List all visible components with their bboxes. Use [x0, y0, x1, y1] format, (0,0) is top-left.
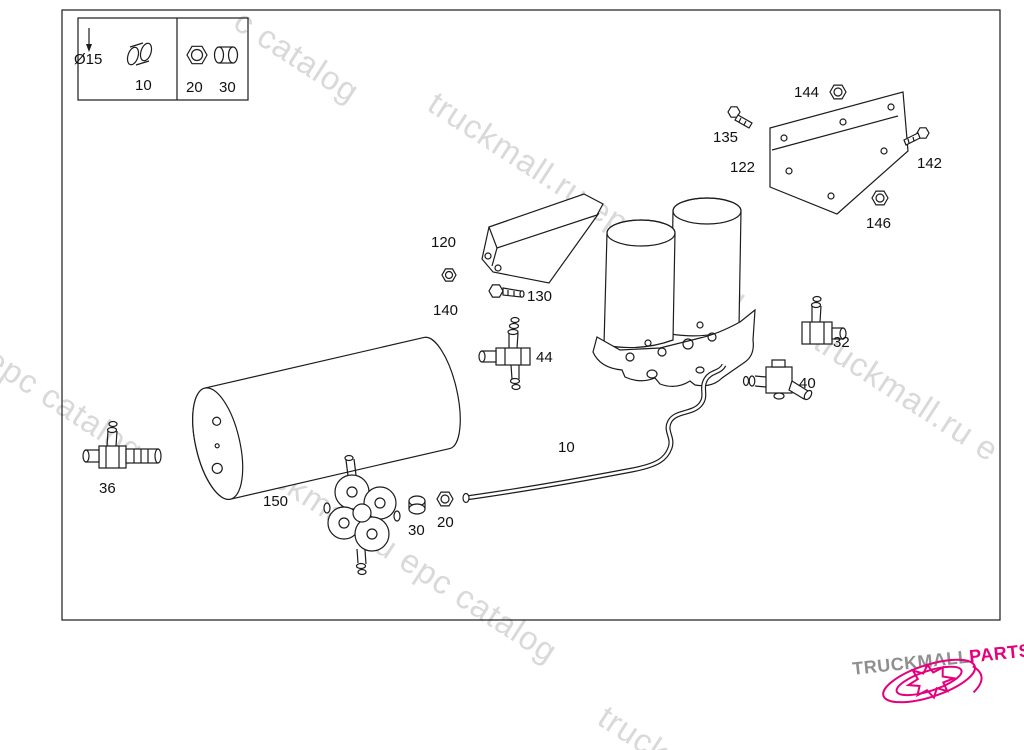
- t-fitting-40: [742, 359, 813, 401]
- legend-plug-icon: [213, 46, 239, 64]
- part-label-140: 140: [433, 302, 458, 319]
- logo-swirl: [882, 658, 983, 704]
- legend-diameter-label: Ø15: [74, 51, 102, 68]
- bolt-140: [441, 268, 457, 282]
- part-label-142: 142: [917, 155, 942, 172]
- part-label-32: 32: [833, 334, 850, 351]
- mounting-bracket-122: [769, 91, 909, 215]
- part-label-36: 36: [99, 480, 116, 497]
- t-fitting-36: [82, 420, 162, 469]
- nut-146: [871, 190, 889, 206]
- air-tank-150: [192, 336, 461, 500]
- bolt-135: [727, 106, 753, 129]
- hose-fitting-44: [478, 316, 531, 391]
- part-label-44: 44: [536, 349, 553, 366]
- legend-nut-icon: [186, 45, 208, 65]
- pipe-10: [462, 363, 727, 504]
- part-label-146: 146: [866, 215, 891, 232]
- bolt-130: [488, 284, 525, 298]
- part-label-135: 135: [713, 129, 738, 146]
- nut-20: [436, 491, 454, 507]
- part-label-122: 122: [730, 159, 755, 176]
- diameter-arrow-icon: [86, 28, 92, 52]
- part-label-120: 120: [431, 234, 456, 251]
- elbow-fitting-32: [801, 295, 847, 345]
- logo: TRUCKMALLPARTS: [851, 640, 1024, 704]
- screw-142: [903, 127, 930, 146]
- part-label-30: 30: [408, 522, 425, 539]
- collar-30: [408, 495, 426, 515]
- nut-144: [829, 84, 847, 100]
- part-label-130: 130: [527, 288, 552, 305]
- part-label-150: 150: [263, 493, 288, 510]
- part-label-144: 144: [794, 84, 819, 101]
- protection-valve: [323, 454, 401, 576]
- part-label-20: 20: [437, 514, 454, 531]
- air-dryer-unit: [592, 197, 756, 387]
- legend-hose-label: 10: [135, 77, 152, 94]
- diagram-border: [61, 9, 1001, 621]
- bracket-120: [481, 193, 604, 284]
- legend-nut-label: 20: [186, 79, 203, 96]
- legend-hose-icon: [126, 42, 153, 66]
- part-label-10: 10: [558, 439, 575, 456]
- legend-box: Ø15 10 20 30: [74, 17, 249, 101]
- legend-plug-label: 30: [219, 79, 236, 96]
- part-label-40: 40: [799, 375, 816, 392]
